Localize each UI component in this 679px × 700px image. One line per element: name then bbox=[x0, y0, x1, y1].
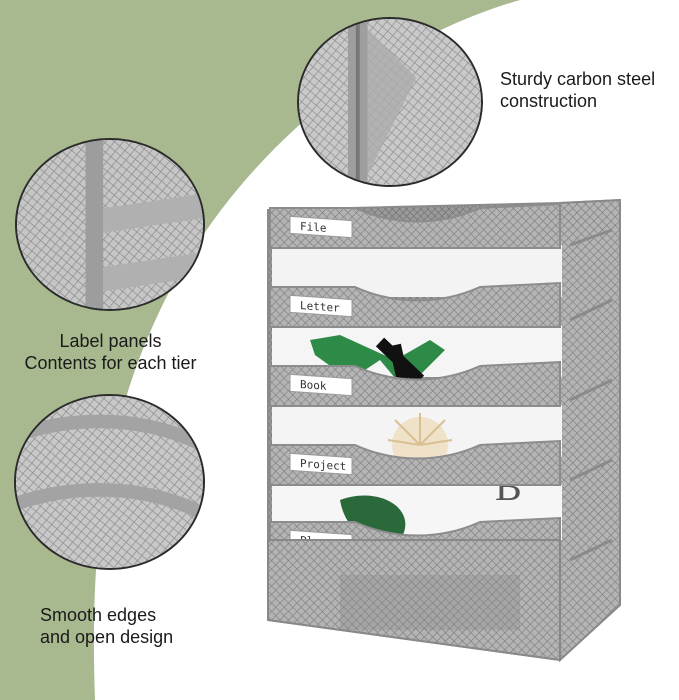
caption-smooth-edges: Smooth edges and open design bbox=[40, 604, 173, 648]
caption-label-line1: Label panels bbox=[59, 331, 162, 351]
caption-label-panels: Label panels Contents for each tier bbox=[8, 330, 213, 374]
tier-label-panel bbox=[289, 373, 353, 397]
caption-edges-line2: and open design bbox=[40, 627, 174, 647]
caption-steel-line2: construction bbox=[500, 91, 598, 111]
caption-label-line2: Contents for each tier bbox=[24, 353, 197, 373]
tier-label-text: Project bbox=[300, 457, 346, 473]
tier-label-panel bbox=[289, 452, 353, 476]
tier-label-text: Book bbox=[300, 378, 327, 393]
tier-label-panel bbox=[289, 294, 353, 318]
caption-steel-line1: Sturdy carbon steel bbox=[500, 69, 656, 89]
label-panel-detail-zoom bbox=[15, 138, 205, 311]
caption-edges-line1: Smooth edges bbox=[40, 605, 157, 625]
steel-detail-zoom bbox=[297, 17, 483, 187]
tier-label-panel bbox=[289, 215, 353, 239]
smooth-edges-detail-zoom bbox=[14, 394, 205, 570]
tier-label-text: Letter bbox=[300, 299, 340, 315]
tier-label-text: File bbox=[300, 220, 326, 235]
caption-steel-construction: Sturdy carbon steel construction bbox=[500, 68, 655, 112]
